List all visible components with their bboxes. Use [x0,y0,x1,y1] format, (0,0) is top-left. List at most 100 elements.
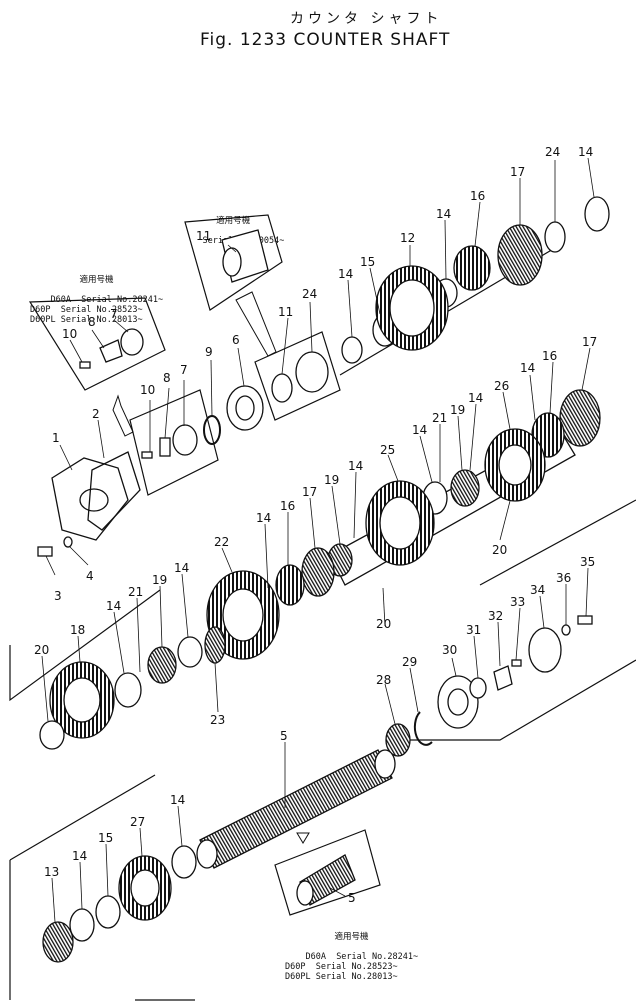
callout-17-right: 17 [582,335,597,349]
callout-33: 33 [510,595,525,609]
japanese-title: カウンタ シャフト [290,11,443,27]
callout-7-lower: 7 [180,363,188,377]
part-13 [42,921,74,963]
part-29-snap [413,711,433,746]
part-5-shaft [199,749,393,869]
callout-24-mid: 24 [302,287,317,301]
callout-29: 29 [402,655,417,669]
note-line: D60PL Serial No.28013~ [30,315,143,325]
callout-boxes [28,214,381,916]
callout-6: 6 [232,333,240,347]
callout-14: 14 [170,793,185,807]
parts [37,196,610,963]
callout-28: 28 [376,673,391,687]
callout-12: 12 [400,231,415,245]
callout-14: 14 [338,267,353,281]
box-7-8-10-upper [28,297,166,391]
box-7-8-10-lower [129,389,219,496]
callout-26: 26 [494,379,509,393]
note-heading: 適用号機 [216,216,251,226]
callout-22: 22 [214,535,229,549]
part-32-plate [493,665,513,691]
part-11-lower [271,373,293,403]
callout-4: 4 [86,569,94,583]
callout-11-upper: 11 [196,229,211,243]
box-11-upper [184,214,283,311]
callout-20-right: 20 [492,543,507,557]
part-23 [204,626,226,664]
callout-17-mid: 17 [302,485,317,499]
part-33-bolt [511,659,522,667]
callout-20-mid: 20 [376,617,391,631]
callout-14: 14 [72,849,87,863]
callout-14: 14 [436,207,451,221]
callout-14: 14 [106,599,121,613]
callout-3: 3 [54,589,62,603]
callout-34: 34 [530,583,545,597]
callout-16-right: 16 [542,349,557,363]
callout-16-mid: 16 [280,499,295,513]
part-15-lower [95,895,121,929]
part-17-mid [301,547,335,597]
callout-10-lower: 10 [140,383,155,397]
callout-1: 1 [52,431,60,445]
callout-labels: 1 2 3 4 5 5 6 7 7 8 8 9 10 10 11 11 12 1… [34,145,597,905]
part-24-upper [295,351,329,393]
callout-25: 25 [380,443,395,457]
callout-32: 32 [488,609,503,623]
callout-2: 2 [92,407,100,421]
part-24-top [544,221,566,253]
frame-lines [9,244,636,1001]
callout-21-left: 21 [128,585,143,599]
note-line: D60A Serial No.28241~ [305,952,419,962]
callout-7-upper: 7 [110,307,118,321]
callout-14: 14 [412,423,427,437]
callout-14: 14 [174,561,189,575]
part-16-gear-top [453,245,491,291]
callout-19-right: 19 [450,403,465,417]
callout-14: 14 [520,361,535,375]
part-17-right [559,389,601,447]
callout-30: 30 [442,643,457,657]
callout-10-upper: 10 [62,327,77,341]
callout-5-inset: 5 [348,891,356,905]
callout-8-lower: 8 [163,371,171,385]
callout-14: 14 [256,511,271,525]
part-34-cover [528,627,562,673]
callout-5: 5 [280,729,288,743]
part-20-left [39,720,65,750]
note-heading: 適用号機 [334,932,369,942]
callout-35: 35 [580,555,595,569]
part-28 [385,723,411,757]
callout-21-right: 21 [432,411,447,425]
callout-8-upper: 8 [88,315,96,329]
serial-note-bottom-right: 適用号機 D60A Serial No.28241~ D60P Serial N… [285,912,418,992]
part-6-bearing [226,385,264,431]
callout-20-left: 20 [34,643,49,657]
part-35-bolt [577,615,593,625]
part-17-top [497,224,543,286]
callout-31: 31 [466,623,481,637]
callout-19-left: 19 [152,573,167,587]
part-3-bolt [37,546,53,557]
leader-lines [41,157,595,923]
callout-27: 27 [130,815,145,829]
note-line: D60P Serial No.28523~ [30,305,143,315]
callout-15-lower: 15 [98,831,113,845]
callout-13: 13 [44,865,59,879]
box-11-24 [254,331,341,421]
note-line: D60P Serial No.28523~ [285,962,398,972]
note-line: D60PL Serial No.28013~ [285,972,398,982]
callout-9: 9 [205,345,213,359]
callout-14: 14 [468,391,483,405]
callout-23: 23 [210,713,225,727]
callout-16-top: 16 [470,189,485,203]
callout-19-mid: 19 [324,473,339,487]
note-heading: 適用号機 [79,275,114,285]
callout-36: 36 [556,571,571,585]
part-9-ring [203,415,221,445]
box-5-inset [274,829,381,916]
callout-11-lower: 11 [278,305,293,319]
